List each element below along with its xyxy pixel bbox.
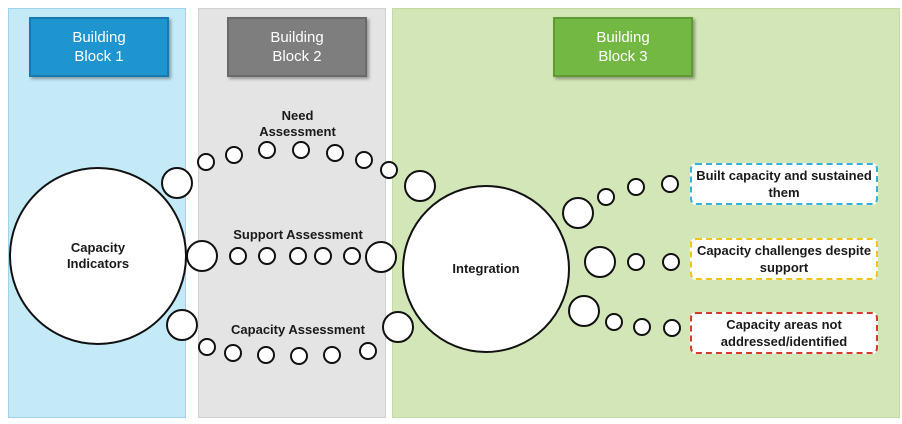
integration-node [402, 185, 570, 353]
path-bubble [404, 170, 436, 202]
support-assessment-label: Support Assessment [233, 227, 363, 242]
path-bubble [224, 344, 242, 362]
capacity-assessment-label: Capacity Assessment [231, 322, 365, 337]
path-bubble [186, 240, 218, 272]
capacity-indicators-label: Capacity Indicators [66, 240, 130, 271]
path-bubble [258, 141, 276, 159]
path-bubble [198, 338, 216, 356]
outcome-bubble [663, 319, 681, 337]
path-bubble [289, 247, 307, 265]
path-bubble [290, 347, 308, 365]
outcome-bubble [568, 295, 600, 327]
outcome-bubble [661, 175, 679, 193]
building-block-1-title: Building Block 1 [29, 17, 169, 77]
path-bubble [359, 342, 377, 360]
building-block-2-title: Building Block 2 [227, 17, 367, 77]
building-block-3-title: Building Block 3 [553, 17, 693, 77]
path-bubble [225, 146, 243, 164]
outcome-unaddressed-areas: Capacity areas not addressed/identified [690, 312, 878, 354]
outcome-label: Capacity challenges despite support [696, 243, 872, 275]
path-bubble [323, 346, 341, 364]
outcome-built-capacity: Built capacity and sustained them [690, 163, 878, 205]
path-bubble [197, 153, 215, 171]
outcome-bubble [605, 313, 623, 331]
path-bubble [355, 151, 373, 169]
need-assessment-label: Need Assessment [259, 108, 336, 139]
path-bubble [166, 309, 198, 341]
path-bubble [161, 167, 193, 199]
path-bubble [229, 247, 247, 265]
path-bubble [258, 247, 276, 265]
path-bubble [382, 311, 414, 343]
path-bubble [380, 161, 398, 179]
path-bubble [365, 241, 397, 273]
outcome-label: Capacity areas not addressed/identified [720, 317, 848, 349]
outcome-bubble [584, 246, 616, 278]
outcome-label: Built capacity and sustained them [696, 168, 872, 200]
outcome-bubble [627, 253, 645, 271]
path-bubble [314, 247, 332, 265]
outcome-capacity-challenges: Capacity challenges despite support [690, 238, 878, 280]
outcome-bubble [633, 318, 651, 336]
path-bubble [326, 144, 344, 162]
path-bubble [343, 247, 361, 265]
outcome-bubble [597, 188, 615, 206]
path-bubble [257, 346, 275, 364]
path-bubble [292, 141, 310, 159]
outcome-bubble [627, 178, 645, 196]
integration-label: Integration [452, 261, 520, 276]
outcome-bubble [662, 253, 680, 271]
outcome-bubble [562, 197, 594, 229]
